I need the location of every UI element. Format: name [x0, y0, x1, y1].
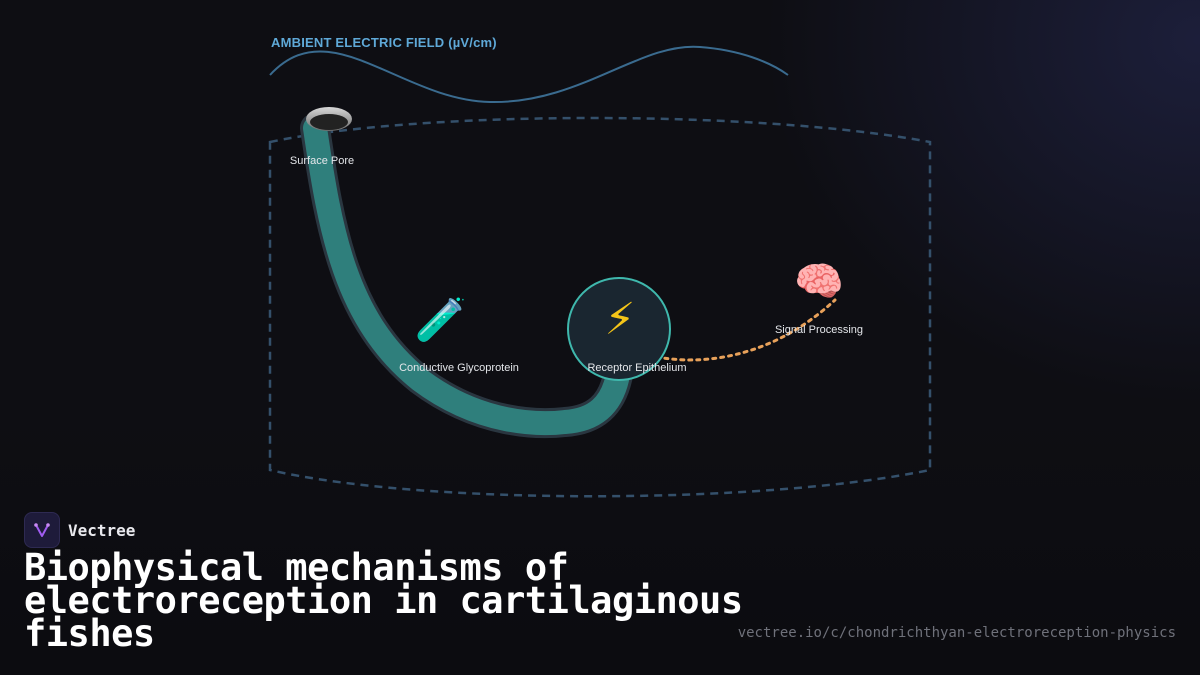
surface-pore-label: Surface Pore — [289, 155, 355, 167]
signal-processing-label: Signal Processing — [774, 324, 864, 336]
ambient-field-wave — [269, 45, 789, 104]
brain-icon: 🧠 — [794, 259, 844, 305]
surface-pore-opening — [310, 114, 348, 130]
test-tube-icon: 🧪 — [414, 295, 468, 344]
brand-name: Vectree — [68, 520, 136, 540]
brand[interactable]: Vectree — [24, 512, 135, 548]
signal-path — [655, 298, 837, 362]
receptor-epithelium-label: Receptor Epithelium — [587, 362, 687, 374]
ampullary-canal-outline — [300, 113, 633, 439]
ampullary-canal — [303, 116, 630, 436]
body-boundary — [268, 116, 932, 498]
page-title: Biophysical mechanisms of electrorecepti… — [24, 546, 743, 655]
vectree-logo-icon — [24, 512, 60, 548]
conductive-glycoprotein-label: Conductive Glycoprotein — [399, 362, 519, 374]
receptor-epithelium — [567, 277, 671, 381]
lightning-bolt-icon: ⚡ — [604, 294, 636, 345]
ambient-field-label: AMBIENT ELECTRIC FIELD (µV/cm) — [271, 35, 497, 50]
page-url[interactable]: vectree.io/c/chondrichthyan-electrorecep… — [737, 625, 1176, 641]
